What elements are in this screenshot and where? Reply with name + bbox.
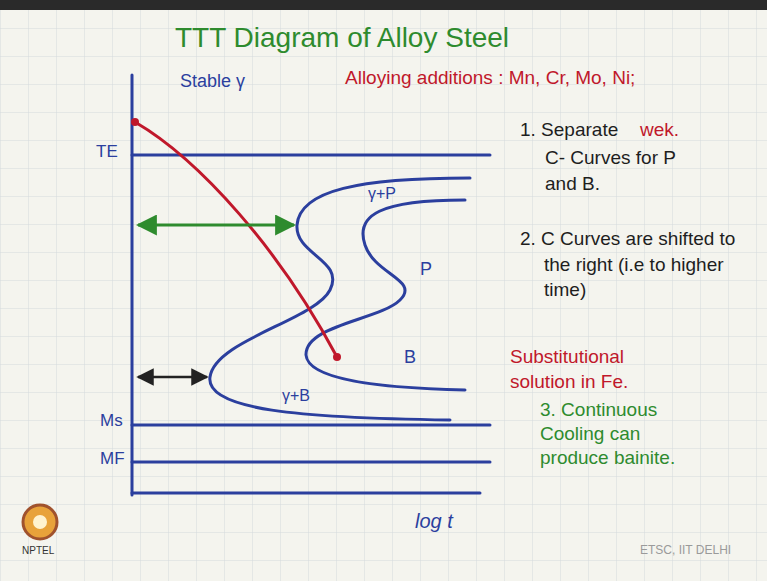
finish-c-curve xyxy=(306,200,465,390)
region-label: Stable γ xyxy=(180,70,245,93)
region-label: γ+B xyxy=(282,386,310,407)
note-heading: Alloying additions : Mn, Cr, Mo, Ni; xyxy=(345,66,635,91)
region-label: B xyxy=(404,346,416,369)
region-label: γ+P xyxy=(368,184,396,205)
cooling-curve xyxy=(135,122,337,357)
nptel-logo xyxy=(33,515,47,529)
note-text: wek. xyxy=(640,118,679,143)
incubation-arrow xyxy=(138,376,207,379)
mf-line xyxy=(132,461,490,464)
temperature-label: MF xyxy=(100,448,125,470)
te-line xyxy=(132,154,490,157)
start-c-curve xyxy=(210,178,470,420)
temperature-axis xyxy=(131,75,134,495)
note-text: C- Curves for P and B. xyxy=(545,145,685,196)
nptel-logo xyxy=(23,505,57,539)
note-text: 2. C Curves are shifted to the right (i.… xyxy=(520,226,754,303)
diagram-title: TTT Diagram of Alloy Steel xyxy=(175,20,509,56)
logo-text: NPTEL xyxy=(22,544,54,557)
temperature-label: TE xyxy=(96,141,118,163)
incubation-arrow xyxy=(138,224,294,227)
note-text: 3. Continuous Cooling can produce bainit… xyxy=(540,398,700,469)
cooling-end-dot xyxy=(333,353,341,361)
cooling-start-dot xyxy=(131,118,139,126)
note-text: 1. Separate xyxy=(520,118,618,143)
temperature-label: Ms xyxy=(100,410,123,432)
note-text: Substitutional solution in Fe. xyxy=(510,345,670,394)
time-axis xyxy=(132,492,480,495)
axis-label: log t xyxy=(415,508,453,534)
watermark: ETSC, IIT DELHI xyxy=(640,543,731,559)
region-label: P xyxy=(420,258,432,281)
ms-line xyxy=(132,424,490,427)
top-bar xyxy=(0,0,767,10)
